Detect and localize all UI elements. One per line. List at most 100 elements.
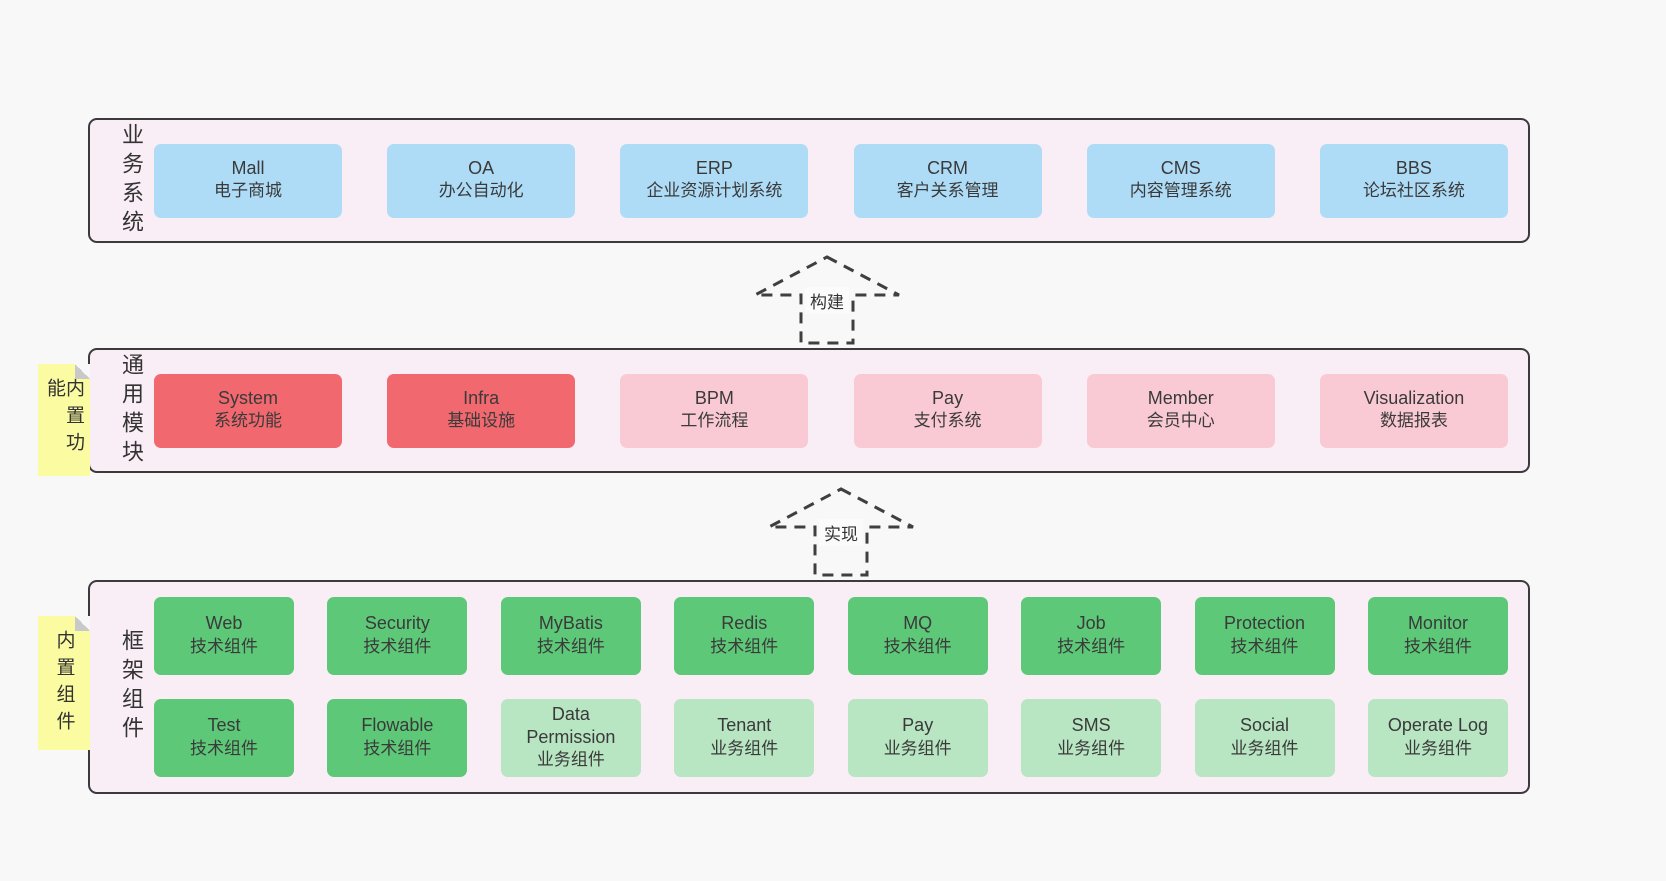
box-title: Visualization [1363,387,1465,408]
box-title: Web [205,613,243,634]
arrow-implement: 实现 [766,486,916,578]
box-member: Member 会员中心 [1086,373,1275,448]
box-title: Monitor [1407,613,1468,634]
box-mall: Mall 电子商城 [154,143,342,218]
sticky-note-text: 内置功能 [44,378,84,459]
band-framework-label: 框架组件 [119,629,144,745]
box-title: Protection [1224,613,1306,634]
box-system: System 系统功能 [154,373,342,448]
module-boxes: System 系统功能 Infra 基础设施 BPM 工作流程 Pay 支付系统… [142,373,1528,448]
sticky-note-built-in-components: 内置组件 [38,616,90,750]
arrow-build: 构建 [752,254,902,346]
fold-corner-icon [75,616,90,631]
box-title: Data Permission [526,704,616,747]
box-subtitle: 办公自动化 [438,181,524,201]
box-monitor: Monitor 技术组件 [1367,597,1508,675]
arrow-implement-label: 实现 [819,519,863,546]
box-infra: Infra 基础设施 [387,373,576,448]
box-subtitle: 内容管理系统 [1129,181,1232,201]
box-subtitle: 客户关系管理 [896,181,999,201]
sticky-note-built-in-features: 内置功能 [38,364,90,476]
box-test: Test 技术组件 [154,699,294,777]
box-title: Pay [902,715,934,736]
up-arrow-icon [768,487,914,577]
box-title: MyBatis [538,613,603,634]
box-tenant: Tenant 业务组件 [674,699,815,777]
box-subtitle: 技术组件 [363,738,432,758]
box-subtitle: 业务组件 [710,738,779,758]
box-title: Flowable [361,715,434,736]
box-title: Pay [932,387,964,408]
box-title: Member [1147,387,1214,408]
box-subtitle: 企业资源计划系统 [646,181,783,201]
box-subtitle: 工作流程 [680,411,749,431]
box-subtitle: 论坛社区系统 [1362,181,1465,201]
box-subtitle: 业务组件 [1057,738,1126,758]
box-subtitle: 技术组件 [190,636,258,656]
box-pay-component: Pay 业务组件 [847,699,988,777]
box-subtitle: 系统功能 [214,411,282,431]
box-flowable: Flowable 技术组件 [327,699,468,777]
box-title: Mall [231,157,265,178]
box-subtitle: 业务组件 [1403,738,1472,758]
box-erp: ERP 企业资源计划系统 [620,143,809,218]
box-subtitle: 技术组件 [883,636,952,656]
box-subtitle: 数据报表 [1379,411,1448,431]
box-pay-module: Pay 支付系统 [853,373,1042,448]
box-subtitle: 技术组件 [710,636,779,656]
box-data-permission: Data Permission 业务组件 [500,699,641,777]
box-title: CMS [1160,157,1201,178]
box-title: Redis [721,613,768,634]
box-redis: Redis 技术组件 [674,597,815,675]
box-subtitle: 技术组件 [1230,636,1299,656]
framework-rows: Web 技术组件 Security 技术组件 MyBatis 技术组件 Redi… [142,597,1528,777]
box-subtitle: 业务组件 [883,738,952,758]
box-title: Tenant [717,715,772,736]
box-title: ERP [695,157,733,178]
box-visualization: Visualization 数据报表 [1319,373,1508,448]
box-crm: CRM 客户关系管理 [853,143,1042,218]
box-title: Social [1240,715,1290,736]
band-business-systems: 业务系统 Mall 电子商城 OA 办公自动化 ERP 企业资源计划系统 CRM… [88,118,1530,243]
box-title: OA [468,157,495,178]
band-business-label: 业务系统 [119,122,144,239]
business-boxes: Mall 电子商城 OA 办公自动化 ERP 企业资源计划系统 CRM 客户关系… [142,143,1528,218]
box-title: Test [207,715,241,736]
box-subtitle: 会员中心 [1146,411,1215,431]
band-modules-label: 通用模块 [119,352,144,469]
framework-row-1: Web 技术组件 Security 技术组件 MyBatis 技术组件 Redi… [154,597,1508,675]
box-protection: Protection 技术组件 [1194,597,1335,675]
box-subtitle: 基础设施 [447,411,516,431]
box-sms: SMS 业务组件 [1021,699,1162,777]
box-mq: MQ 技术组件 [847,597,988,675]
box-subtitle: 技术组件 [190,738,258,758]
box-subtitle: 技术组件 [1057,636,1126,656]
box-bbs: BBS 论坛社区系统 [1319,143,1508,218]
arrow-build-label: 构建 [805,287,849,314]
box-social: Social 业务组件 [1194,699,1335,777]
up-arrow-icon [754,255,900,345]
box-subtitle: 电子商城 [214,181,282,201]
box-title: Job [1076,613,1106,634]
box-security: Security 技术组件 [327,597,468,675]
box-title: BPM [694,387,734,408]
box-web: Web 技术组件 [154,597,294,675]
box-bpm: BPM 工作流程 [620,373,809,448]
box-title: SMS [1071,715,1111,736]
box-title: BBS [1395,157,1432,178]
band-framework-components: 框架组件 Web 技术组件 Security 技术组件 MyBatis 技术组件… [88,580,1530,794]
box-mybatis: MyBatis 技术组件 [500,597,641,675]
sticky-note-text: 内置组件 [53,630,75,738]
box-job: Job 技术组件 [1021,597,1162,675]
box-title: Infra [463,387,500,408]
band-common-modules: 通用模块 System 系统功能 Infra 基础设施 BPM 工作流程 Pay… [88,348,1530,473]
box-subtitle: 业务组件 [1230,738,1299,758]
box-subtitle: 技术组件 [536,636,605,656]
box-subtitle: 技术组件 [1403,636,1472,656]
box-title: CRM [927,157,969,178]
box-title: MQ [903,613,933,634]
box-subtitle: 业务组件 [536,750,605,770]
box-cms: CMS 内容管理系统 [1086,143,1275,218]
framework-row-2: Test 技术组件 Flowable 技术组件 Data Permission … [154,699,1508,777]
